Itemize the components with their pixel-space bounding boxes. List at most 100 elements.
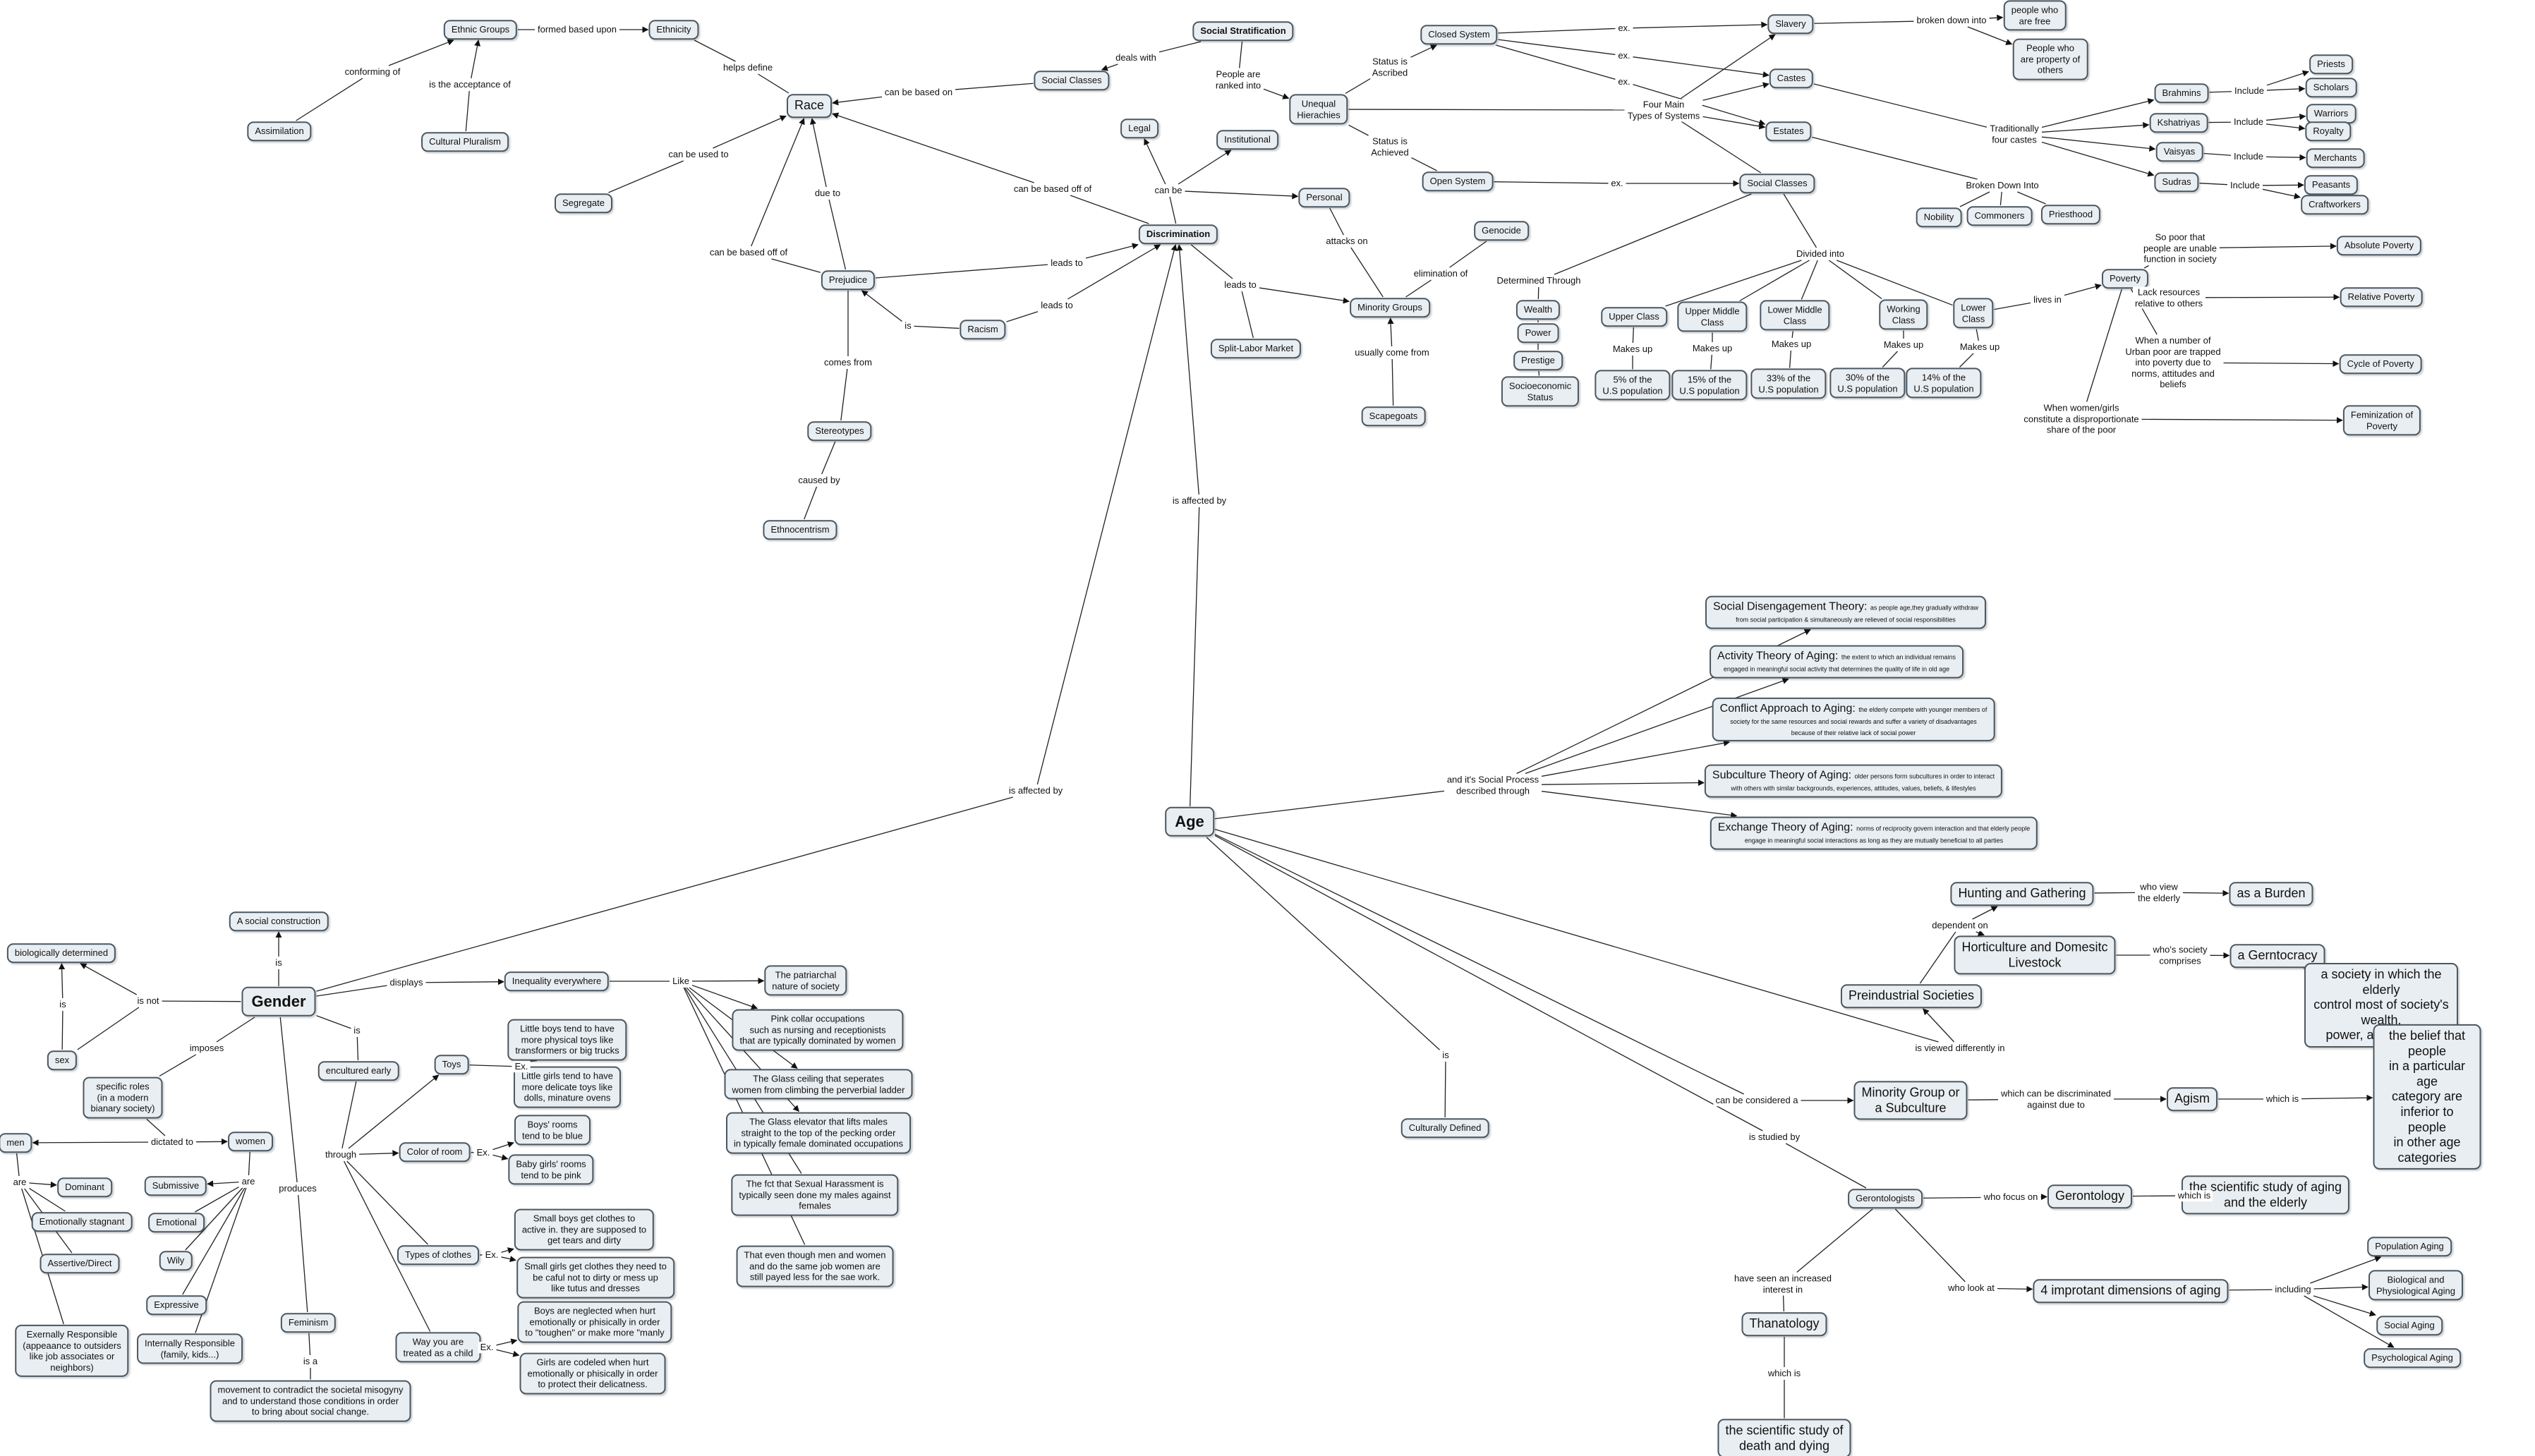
concept-node-social-classes-r[interactable]: Social Classes bbox=[1739, 174, 1815, 193]
concept-node-girls-coddled[interactable]: Girls are codeled when hurt emotionally … bbox=[519, 1352, 666, 1395]
concept-node-craftworkers[interactable]: Craftworkers bbox=[2301, 195, 2368, 214]
concept-node-people-free[interactable]: people who are free bbox=[2003, 0, 2067, 31]
concept-node-age[interactable]: Age bbox=[1165, 806, 1214, 837]
concept-node-pct30[interactable]: 30% of the U.S population bbox=[1829, 368, 1906, 399]
concept-node-gerntocracy[interactable]: a Gerntocracy bbox=[2230, 944, 2325, 968]
concept-node-minority-groups[interactable]: Minority Groups bbox=[1350, 298, 1430, 317]
concept-node-pct14[interactable]: 14% of the U.S population bbox=[1906, 368, 1982, 399]
concept-node-gender[interactable]: Gender bbox=[241, 986, 316, 1017]
concept-node-prejudice[interactable]: Prejudice bbox=[821, 270, 876, 290]
concept-node-priests[interactable]: Priests bbox=[2309, 54, 2353, 74]
concept-node-ethnic-groups[interactable]: Ethnic Groups bbox=[443, 20, 518, 40]
concept-node-biologically[interactable]: biologically determined bbox=[6, 943, 116, 963]
concept-node-pay-gap[interactable]: That even though men and women and do th… bbox=[736, 1245, 894, 1287]
concept-node-segregate[interactable]: Segregate bbox=[555, 193, 612, 213]
concept-node-gerontology[interactable]: Gerontology bbox=[2047, 1184, 2133, 1208]
concept-node-encultured[interactable]: encultured early bbox=[317, 1061, 399, 1081]
concept-node-sex[interactable]: sex bbox=[47, 1050, 78, 1070]
concept-node-wily[interactable]: Wily bbox=[159, 1251, 193, 1270]
concept-node-personal[interactable]: Personal bbox=[1298, 188, 1350, 207]
concept-node-agism[interactable]: Agism bbox=[2166, 1087, 2218, 1111]
concept-node-feminization[interactable]: Feminization of Poverty bbox=[2342, 405, 2421, 436]
concept-node-girls-clothes[interactable]: Small girls get clothes they need to be … bbox=[516, 1256, 674, 1299]
concept-node-institutional[interactable]: Institutional bbox=[1216, 130, 1278, 150]
concept-node-working-class[interactable]: Working Class bbox=[1879, 299, 1928, 330]
concept-node-agism-def[interactable]: the belief that people in a particular a… bbox=[2373, 1024, 2481, 1170]
concept-node-internally[interactable]: Internally Responsible (family, kids...) bbox=[137, 1333, 243, 1364]
concept-node-dimensions[interactable]: 4 improtant dimensions of aging bbox=[2033, 1279, 2229, 1303]
concept-node-feminism-def[interactable]: movement to contradict the societal miso… bbox=[210, 1380, 411, 1422]
concept-node-as-burden[interactable]: as a Burden bbox=[2229, 882, 2313, 906]
concept-node-absolute-poverty[interactable]: Absolute Poverty bbox=[2336, 236, 2422, 255]
concept-node-gerontologists[interactable]: Gerontologists bbox=[1848, 1189, 1923, 1208]
concept-node-social-classes-l[interactable]: Social Classes bbox=[1034, 71, 1110, 90]
concept-node-peasants[interactable]: Peasants bbox=[2304, 175, 2359, 195]
concept-node-sexual-harassment[interactable]: The fct that Sexual Harassment is typica… bbox=[731, 1174, 899, 1216]
concept-node-girls-toys[interactable]: Little girls tend to have more delicate … bbox=[513, 1066, 622, 1108]
concept-node-horticulture[interactable]: Horticulture and Domesitc Livestock bbox=[1954, 935, 2116, 975]
concept-node-race[interactable]: Race bbox=[786, 94, 833, 118]
concept-node-expressive[interactable]: Expressive bbox=[146, 1295, 207, 1315]
concept-node-submissive[interactable]: Submissive bbox=[144, 1176, 207, 1196]
concept-node-warriors[interactable]: Warriors bbox=[2306, 104, 2356, 123]
concept-node-estates[interactable]: Estates bbox=[1765, 121, 1812, 141]
concept-node-unequal[interactable]: Unequal Hierachies bbox=[1289, 94, 1348, 125]
concept-node-power[interactable]: Power bbox=[1517, 323, 1559, 343]
concept-node-boys-neglected[interactable]: Boys are neglected when hurt emotionally… bbox=[517, 1301, 672, 1343]
concept-node-royalty[interactable]: Royalty bbox=[2305, 121, 2352, 141]
concept-node-preindustrial[interactable]: Preindustrial Societies bbox=[1840, 984, 1983, 1008]
concept-node-inequality[interactable]: Inequality everywhere bbox=[504, 971, 610, 991]
concept-node-priesthood[interactable]: Priesthood bbox=[2040, 205, 2101, 224]
concept-node-men[interactable]: men bbox=[0, 1133, 32, 1153]
concept-node-exchange[interactable]: Exchange Theory of Aging: norms of recip… bbox=[1710, 816, 2038, 850]
concept-node-social-aging[interactable]: Social Aging bbox=[2376, 1316, 2443, 1335]
concept-node-lower-class[interactable]: Lower Class bbox=[1953, 298, 1994, 329]
concept-node-wealth[interactable]: Wealth bbox=[1515, 300, 1561, 320]
concept-node-sudras[interactable]: Sudras bbox=[2154, 172, 2199, 192]
concept-node-vaisyas[interactable]: Vaisyas bbox=[2155, 142, 2203, 162]
concept-node-socioeconomic[interactable]: Socioeconomic Status bbox=[1501, 376, 1580, 407]
concept-node-commoners[interactable]: Commoners bbox=[1966, 206, 2033, 226]
concept-node-lower-middle[interactable]: Lower Middle Class bbox=[1760, 300, 1830, 331]
concept-node-conflict[interactable]: Conflict Approach to Aging: the elderly … bbox=[1712, 697, 1995, 742]
concept-node-assertive[interactable]: Assertive/Direct bbox=[40, 1254, 120, 1273]
concept-node-relative-poverty[interactable]: Relative Poverty bbox=[2340, 287, 2423, 307]
concept-node-hunting[interactable]: Hunting and Gathering bbox=[1950, 882, 2094, 906]
concept-node-open-system[interactable]: Open System bbox=[1422, 171, 1494, 191]
concept-node-minority-subculture[interactable]: Minority Group or a Subculture bbox=[1853, 1081, 1968, 1120]
concept-node-population-aging[interactable]: Population Aging bbox=[2367, 1237, 2452, 1256]
concept-node-glass-elevator[interactable]: The Glass elevator that lifts males stra… bbox=[726, 1112, 911, 1154]
concept-node-dominant[interactable]: Dominant bbox=[57, 1177, 112, 1197]
concept-node-prestige[interactable]: Prestige bbox=[1513, 351, 1563, 370]
concept-node-activity[interactable]: Activity Theory of Aging: the extent to … bbox=[1710, 645, 1964, 679]
concept-node-specific-roles[interactable]: specific roles (in a modern bianary soci… bbox=[83, 1076, 163, 1119]
concept-node-people-property[interactable]: People who are property of others bbox=[2012, 38, 2088, 80]
concept-node-feminism[interactable]: Feminism bbox=[280, 1313, 337, 1333]
concept-node-pct33[interactable]: 33% of the U.S population bbox=[1750, 368, 1827, 399]
concept-node-boys-clothes[interactable]: Small boys get clothes to active in. the… bbox=[514, 1208, 655, 1251]
concept-node-ethnocentrism[interactable]: Ethnocentrism bbox=[763, 520, 837, 540]
concept-node-glass-ceiling[interactable]: The Glass ceiling that seperates women f… bbox=[724, 1069, 913, 1100]
concept-node-pct15[interactable]: 15% of the U.S population bbox=[1671, 370, 1748, 401]
concept-node-upper-class[interactable]: Upper Class bbox=[1601, 307, 1667, 327]
concept-node-disengagement[interactable]: Social Disengagement Theory: as people a… bbox=[1705, 595, 1987, 629]
concept-node-cycle-poverty[interactable]: Cycle of Poverty bbox=[2339, 354, 2422, 374]
concept-node-poverty[interactable]: Poverty bbox=[2101, 269, 2149, 289]
concept-node-women[interactable]: women bbox=[228, 1132, 273, 1151]
concept-node-boys-toys[interactable]: Little boys tend to have more physical t… bbox=[507, 1019, 627, 1061]
concept-node-scapegoats[interactable]: Scapegoats bbox=[1361, 406, 1426, 426]
concept-node-externally[interactable]: Exernally Responsible (appeaance to outs… bbox=[15, 1324, 129, 1378]
concept-node-way-treated[interactable]: Way you are treated as a child bbox=[395, 1332, 481, 1363]
concept-node-genocide[interactable]: Genocide bbox=[1474, 221, 1529, 241]
concept-node-racism[interactable]: Racism bbox=[960, 320, 1006, 339]
concept-node-social-strat[interactable]: Social Stratification bbox=[1192, 21, 1294, 41]
concept-node-toys[interactable]: Toys bbox=[434, 1055, 469, 1074]
concept-node-pink-collar[interactable]: Pink collar occupations such as nursing … bbox=[732, 1009, 904, 1051]
concept-node-slavery[interactable]: Slavery bbox=[1767, 14, 1814, 34]
concept-node-patriarchal[interactable]: The patriarchal nature of society bbox=[764, 965, 847, 996]
concept-node-nobility[interactable]: Nobility bbox=[1916, 207, 1962, 227]
concept-node-emotionally-stagnant[interactable]: Emotionally stagnant bbox=[31, 1212, 133, 1232]
concept-node-types-clothes[interactable]: Types of clothes bbox=[397, 1245, 479, 1265]
concept-node-thanatology-def[interactable]: the scientific study of death and dying bbox=[1717, 1419, 1851, 1456]
concept-node-upper-middle[interactable]: Upper Middle Class bbox=[1677, 301, 1748, 332]
